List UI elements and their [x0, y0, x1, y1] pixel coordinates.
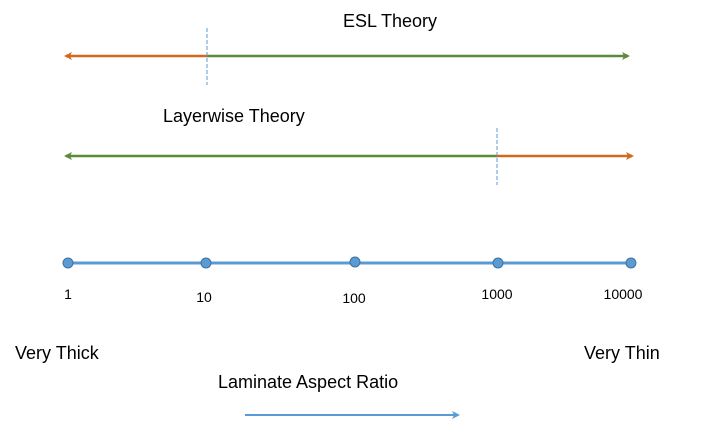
scale-point-10000: [625, 257, 637, 269]
tick-label-10000: 10000: [603, 286, 643, 302]
axis-title: Laminate Aspect Ratio: [218, 372, 399, 392]
esl-theory-title: ESL Theory: [343, 11, 438, 31]
tick-label-100: 100: [342, 290, 366, 306]
scale-point-10: [200, 257, 212, 269]
layerwise-theory-title: Layerwise Theory: [163, 106, 305, 126]
scale-point-1000: [492, 257, 504, 269]
tick-label-10: 10: [196, 289, 212, 305]
scale-point-1: [62, 257, 74, 269]
scale-point-100: [349, 256, 361, 268]
tick-label-1000: 1000: [481, 286, 513, 302]
tick-label-1: 1: [64, 286, 72, 302]
very-thick-label: Very Thick: [15, 343, 99, 363]
very-thin-label: Very Thin: [584, 343, 660, 363]
